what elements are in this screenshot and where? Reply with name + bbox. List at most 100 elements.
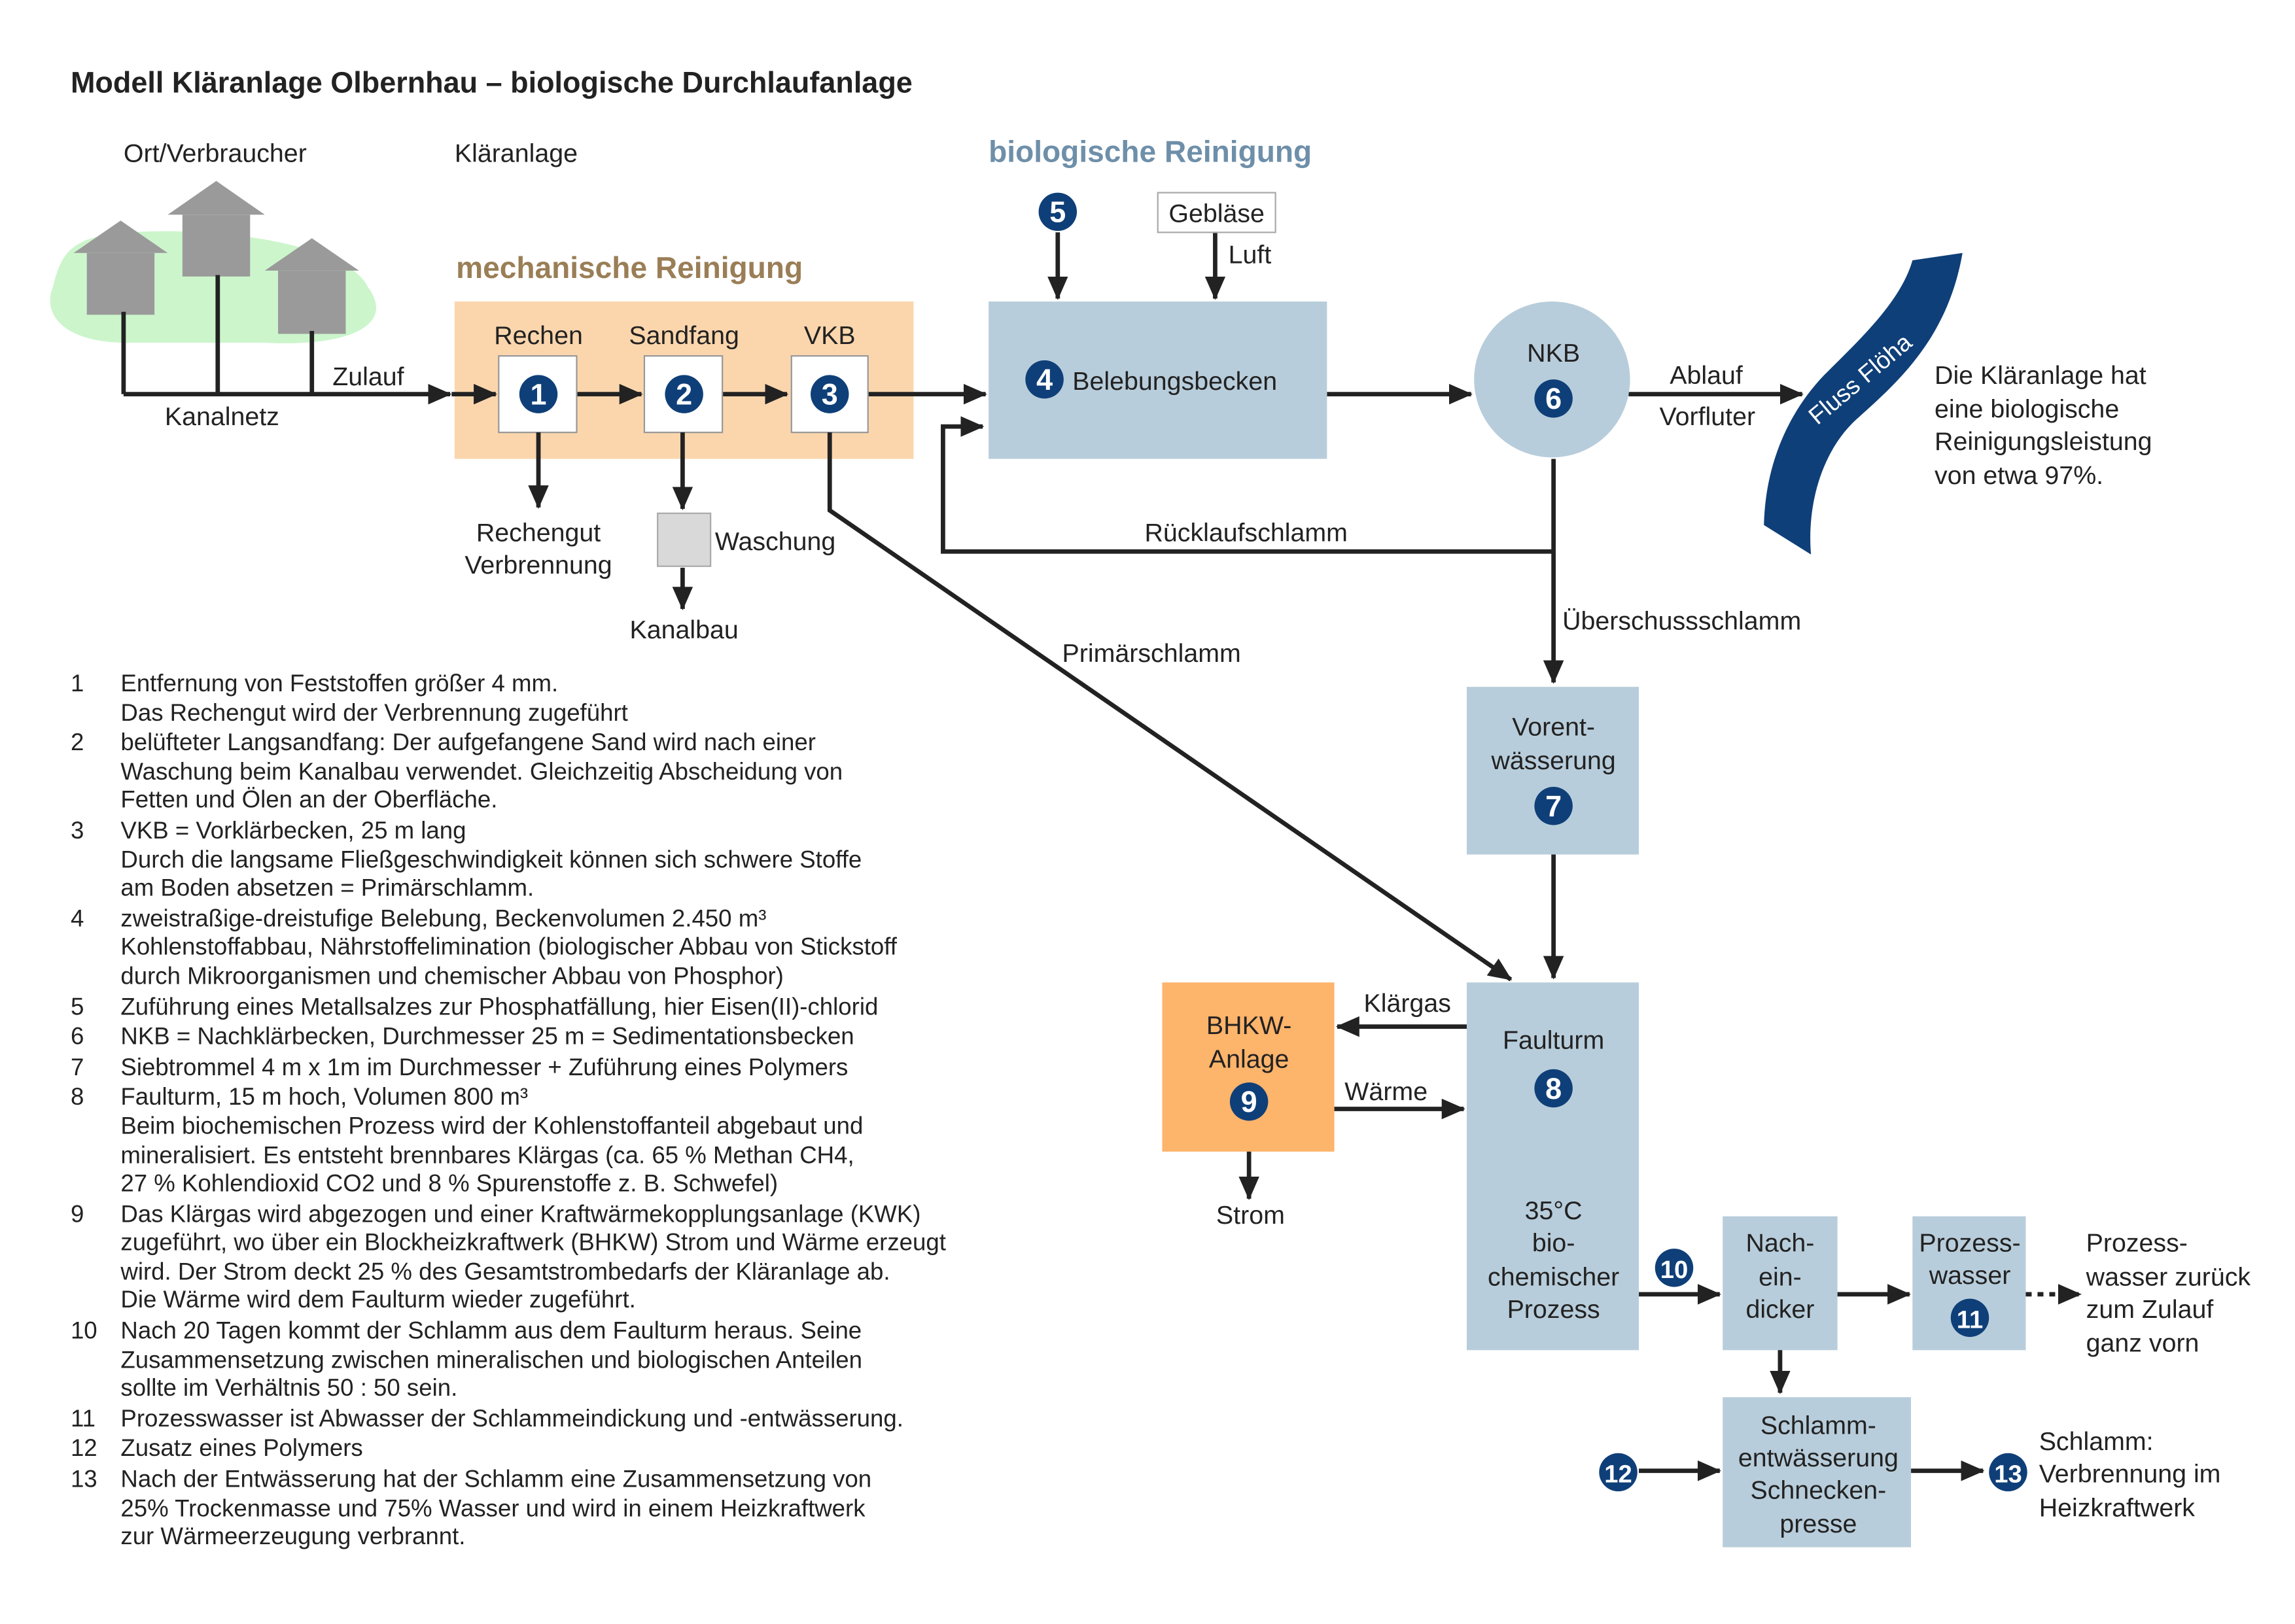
note-text: Das Klärgas wird abgezogen und einer Kra… [120, 1201, 946, 1315]
badge-6: 6 [1534, 379, 1573, 418]
heading-klaeranlage: Kläranlage [455, 139, 578, 167]
info-line-3: Reinigungsleistung [1935, 427, 2152, 456]
badge-12: 12 [1599, 1453, 1638, 1492]
note-number: 6 [70, 1024, 84, 1050]
label-sv-2: Verbrennung im [2039, 1460, 2221, 1489]
label-prozess-2: bio- [1532, 1229, 1575, 1258]
label-ruecklauf: Rücklaufschlamm [1144, 519, 1347, 547]
badge-4: 4 [1025, 360, 1064, 399]
note-number: 7 [70, 1054, 84, 1081]
house-icon [264, 238, 359, 334]
label-nach-3: dicker [1745, 1295, 1814, 1324]
schlammentwaesserung-box [1723, 1397, 1912, 1547]
note-text: Prozesswasser ist Abwasser der Schlammei… [120, 1406, 903, 1432]
note-item: 13 Nach der Entwässerung hat der Schlamm … [71, 1466, 1100, 1553]
label-nach-2: ein- [1759, 1262, 1802, 1291]
label-se-1: Schlamm- [1761, 1411, 1876, 1440]
note-item: 1 Entfernung von Feststoffen größer 4 mm.… [71, 670, 1100, 728]
note-item: 9 Das Klärgas wird abgezogen und einer Kr… [71, 1201, 1100, 1316]
waschung-box [657, 512, 712, 567]
label-nach-1: Nach- [1745, 1229, 1814, 1258]
note-text: Entfernung von Feststoffen größer 4 mm. … [120, 670, 628, 726]
label-vorent-1: Vorent- [1512, 712, 1595, 741]
house-icon [73, 220, 168, 315]
label-rechengut: Rechengut [476, 519, 601, 547]
label-verbrennung: Verbrennung [464, 551, 612, 579]
heading-mechanisch: mechanische Reinigung [456, 251, 803, 285]
note-text: Siebtrommel 4 m x 1m im Durchmesser + Zu… [120, 1054, 849, 1081]
community-houses [50, 181, 376, 394]
note-text: Faulturm, 15 m hoch, Volumen 800 m³ Beim… [120, 1084, 864, 1198]
label-se-2: entwässerung [1738, 1443, 1899, 1472]
badge-3: 3 [811, 375, 849, 413]
label-prozess-1: 35°C [1525, 1196, 1583, 1225]
legend-notes: 1 Entfernung von Feststoffen größer 4 mm.… [71, 670, 1100, 1554]
label-sv-1: Schlamm: [2039, 1427, 2154, 1456]
badge-10: 10 [1655, 1249, 1694, 1287]
label-vorfluter: Vorfluter [1660, 402, 1756, 431]
vorentwaesserung-box [1466, 687, 1639, 855]
label-ablauf: Ablauf [1670, 361, 1743, 390]
label-vkb: VKB [804, 321, 856, 350]
label-se-3: Schnecken- [1751, 1476, 1887, 1504]
label-se-4: presse [1779, 1510, 1857, 1538]
note-number: 9 [70, 1201, 84, 1228]
label-pwz-4: ganz vorn [2086, 1329, 2199, 1358]
svg-text:4: 4 [1036, 363, 1053, 396]
label-kanalnetz: Kanalnetz [165, 402, 279, 431]
note-number: 4 [70, 905, 84, 933]
label-pwz-3: zum Zulauf [2086, 1295, 2214, 1324]
note-text: belüfteter Langsandfang: Der aufgefangen… [120, 729, 843, 814]
badge-1: 1 [519, 375, 558, 413]
svg-text:10: 10 [1660, 1256, 1689, 1284]
label-nkb: NKB [1527, 339, 1580, 368]
note-text: zweistraßige-dreistufige Belebung, Becke… [120, 905, 897, 990]
note-item: 7 Siebtrommel 4 m x 1m im Durchmesser + Z… [71, 1054, 1100, 1083]
label-zulauf: Zulauf [332, 362, 404, 391]
svg-text:5: 5 [1049, 196, 1066, 229]
badge-8: 8 [1534, 1069, 1573, 1108]
page-title: Modell Kläranlage Olbernhau – biologisch… [71, 66, 913, 99]
kanalnetz-lines [121, 275, 315, 394]
label-pw-1: Prozess- [1919, 1229, 2020, 1258]
svg-text:12: 12 [1604, 1460, 1632, 1489]
note-text: VKB = Vorklärbecken, 25 m lang Durch die… [120, 818, 862, 902]
note-number: 1 [70, 670, 84, 697]
river-floeha [1764, 252, 1963, 555]
svg-text:11: 11 [1957, 1306, 1983, 1334]
info-line-2: eine biologische [1935, 395, 2119, 424]
label-waschung: Waschung [715, 527, 835, 556]
nacheindicker-box [1723, 1216, 1838, 1351]
svg-text:8: 8 [1545, 1072, 1562, 1105]
note-number: 8 [70, 1084, 84, 1111]
label-kanalbau: Kanalbau [630, 615, 739, 644]
geblaese-box [1157, 192, 1276, 233]
svg-text:1: 1 [531, 377, 547, 411]
note-number: 12 [70, 1436, 97, 1463]
label-faulturm: Faulturm [1503, 1026, 1604, 1054]
label-sandfang: Sandfang [629, 321, 739, 350]
label-ueberschuss: Überschussschlamm [1562, 606, 1801, 635]
label-primaer: Primärschlamm [1062, 639, 1241, 668]
note-number: 5 [70, 993, 84, 1020]
label-bhkw-2: Anlage [1209, 1045, 1289, 1074]
note-item: 4 zweistraßige-dreistufige Belebung, Beck… [71, 906, 1100, 992]
svg-text:6: 6 [1545, 382, 1562, 415]
heading-ort: Ort/Verbraucher [124, 139, 307, 167]
note-number: 10 [70, 1317, 97, 1345]
label-bhkw-1: BHKW- [1206, 1011, 1291, 1040]
note-item: 10 Nach 20 Tagen kommt der Schlamm aus de… [71, 1318, 1100, 1404]
note-text: Nach der Entwässerung hat der Schlamm ei… [120, 1466, 872, 1551]
label-vorent-2: wässerung [1490, 746, 1615, 775]
note-text: Nach 20 Tagen kommt der Schlamm aus dem … [120, 1317, 862, 1402]
note-item: 8 Faulturm, 15 m hoch, Volumen 800 m³ Bei… [71, 1084, 1100, 1200]
svg-text:9: 9 [1241, 1085, 1257, 1118]
label-rechen: Rechen [494, 321, 583, 350]
note-number: 13 [70, 1466, 97, 1493]
vkb-box [790, 355, 869, 434]
